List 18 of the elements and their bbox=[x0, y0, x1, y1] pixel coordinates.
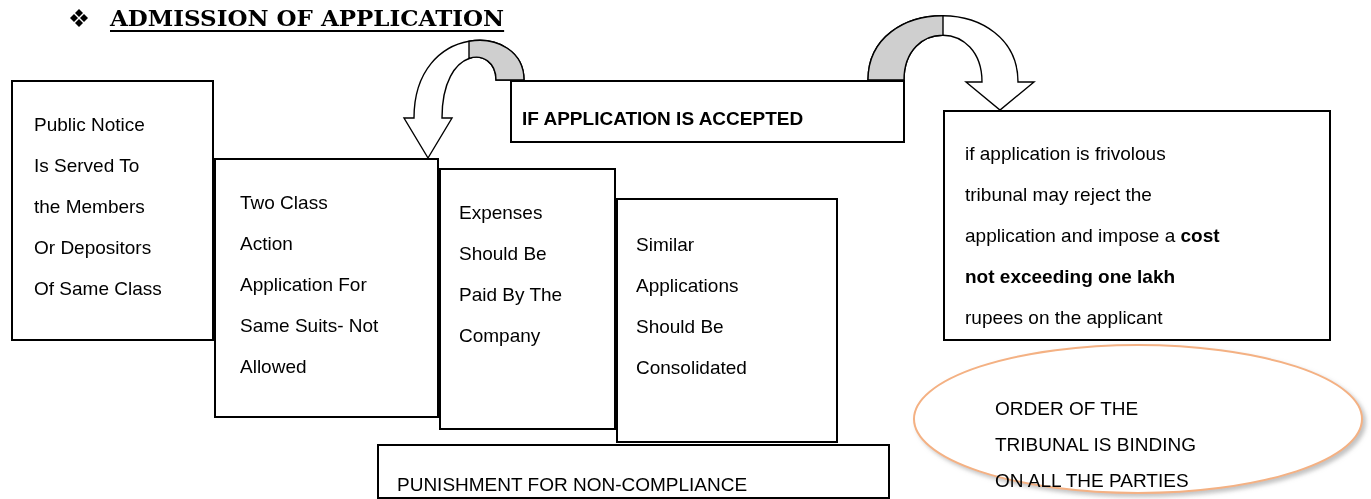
box-text: PUNISHMENT FOR NON-COMPLIANCE bbox=[397, 473, 749, 497]
text-box bbox=[11, 80, 214, 341]
text-box bbox=[616, 198, 838, 443]
curved-arrow bbox=[403, 39, 525, 159]
text-box bbox=[214, 158, 439, 418]
text-box bbox=[943, 110, 1331, 341]
box-text: IF APPLICATION IS ACCEPTED bbox=[522, 107, 805, 131]
text-box bbox=[439, 168, 616, 430]
text-box bbox=[377, 444, 890, 499]
box-text: if application is frivolous tribunal may reject the application and impose a cost not exceeding one lakh rupees on the applicant bbox=[965, 142, 1221, 330]
heading: ADMISSION OF APPLICATION bbox=[110, 4, 505, 31]
box-text: ORDER OF THE TRIBUNAL IS BINDING ON ALL THE PARTIES bbox=[995, 397, 1197, 493]
box-text: Similar Applications Should Be Consolidated bbox=[636, 233, 748, 380]
box-text: Two Class Action Application For Same Suits- Not Allowed bbox=[240, 191, 380, 379]
box-text: Public Notice Is Served To the Members Or Depositors Of Same Class bbox=[34, 113, 163, 301]
text-box bbox=[510, 80, 905, 143]
box-text: Expenses Should Be Paid By The Company bbox=[459, 201, 564, 348]
curved-arrow bbox=[867, 15, 1035, 111]
